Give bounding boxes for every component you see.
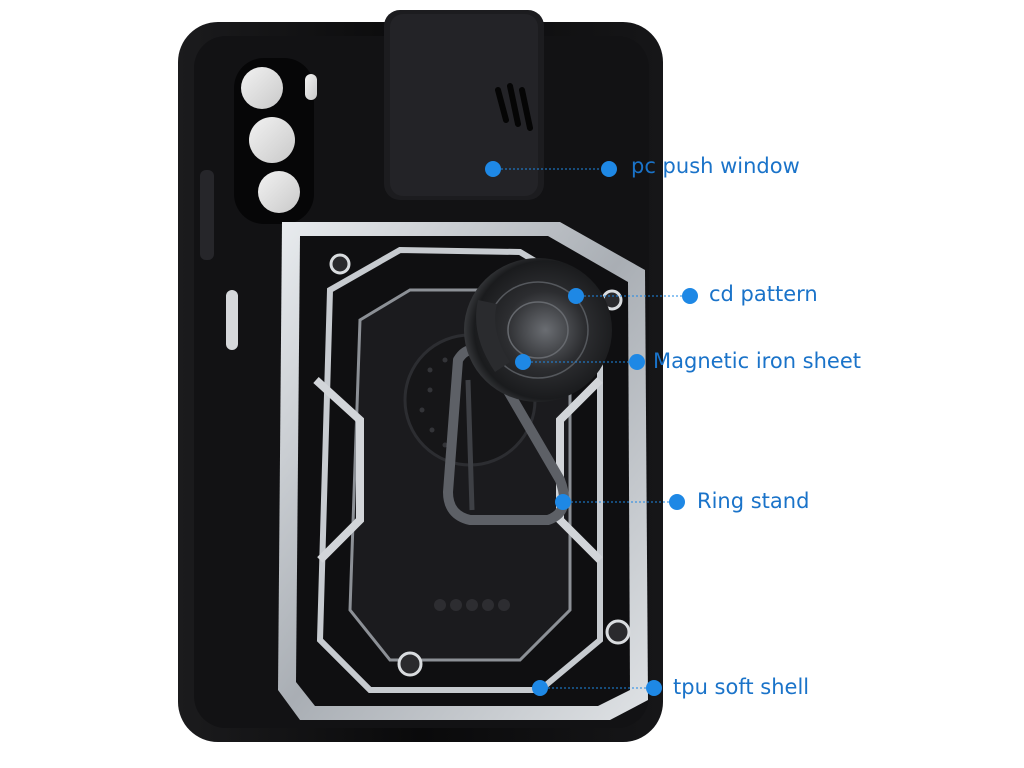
callout-ring-stand: Ring stand [697, 489, 810, 513]
callout-magnetic-sheet: Magnetic iron sheet [653, 349, 862, 373]
callout-dot-cd-end [682, 288, 698, 304]
callout-cd-pattern: cd pattern [709, 282, 818, 306]
callout-dot-tpu-end [646, 680, 662, 696]
callout-dot-ring-start [555, 494, 571, 510]
callout-dot-tpu-start [532, 680, 548, 696]
callout-lines [493, 168, 690, 689]
callout-dot-push-start [485, 161, 501, 177]
callout-dot-mag-end [629, 354, 645, 370]
callout-tpu-shell: tpu soft shell [673, 675, 810, 699]
callout-dot-mag-start [515, 354, 531, 370]
callout-dot-cd-start [568, 288, 584, 304]
callout-dots [485, 161, 698, 696]
callout-dot-push-end [601, 161, 617, 177]
push-window-slider [384, 10, 544, 200]
camera-lenses [234, 58, 317, 224]
callout-dot-ring-end [669, 494, 685, 510]
callout-push-window: pc push window [631, 154, 800, 178]
cd-pattern-disc [464, 258, 612, 402]
